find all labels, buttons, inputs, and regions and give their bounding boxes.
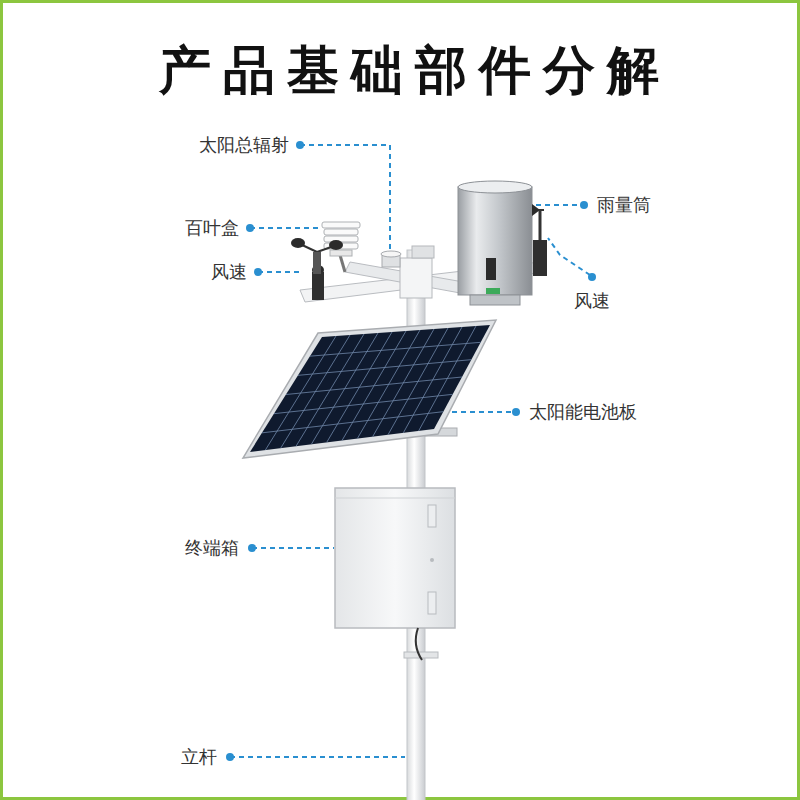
solar-panel [243,320,496,458]
cell-line [310,342,481,356]
cell-line [274,394,453,413]
cell-line [298,360,471,376]
leader-line [252,547,334,549]
leader-dot [296,141,304,149]
louver-box [322,222,360,272]
leader-dot [254,268,262,276]
leader-line [250,227,320,229]
leader-dot [588,273,596,281]
part-label: 雨量筒 [596,194,652,216]
cell-line [262,412,443,433]
part-label: 百叶盒 [184,217,240,239]
leader-line [548,238,590,275]
leader-dots [226,141,596,761]
cell-line [286,377,462,395]
part-label: 太阳总辐射 [198,134,290,156]
part-label: 立杆 [180,746,218,768]
rain-gauge [458,181,532,305]
leader-dot [226,753,234,761]
leader-line [536,204,582,206]
leader-dot [580,201,588,209]
radiation-sensor [381,251,401,267]
part-label: 风速 [573,290,611,312]
terminal-box [335,488,455,660]
leader-line [258,271,300,273]
wind-vane [532,204,547,276]
leader-line [230,756,405,758]
leader-line [300,145,390,252]
diagram-title: 产品基础部件分解 [159,36,671,106]
part-label: 风速 [210,261,248,283]
anemometer-cups [291,238,343,300]
leader-dot [512,408,520,416]
leader-dot [248,544,256,552]
part-label: 太阳能电池板 [528,401,638,423]
part-label: 终端箱 [184,537,240,559]
leader-dot [246,224,254,232]
leader-line [452,411,514,413]
leader-lines [230,145,590,757]
